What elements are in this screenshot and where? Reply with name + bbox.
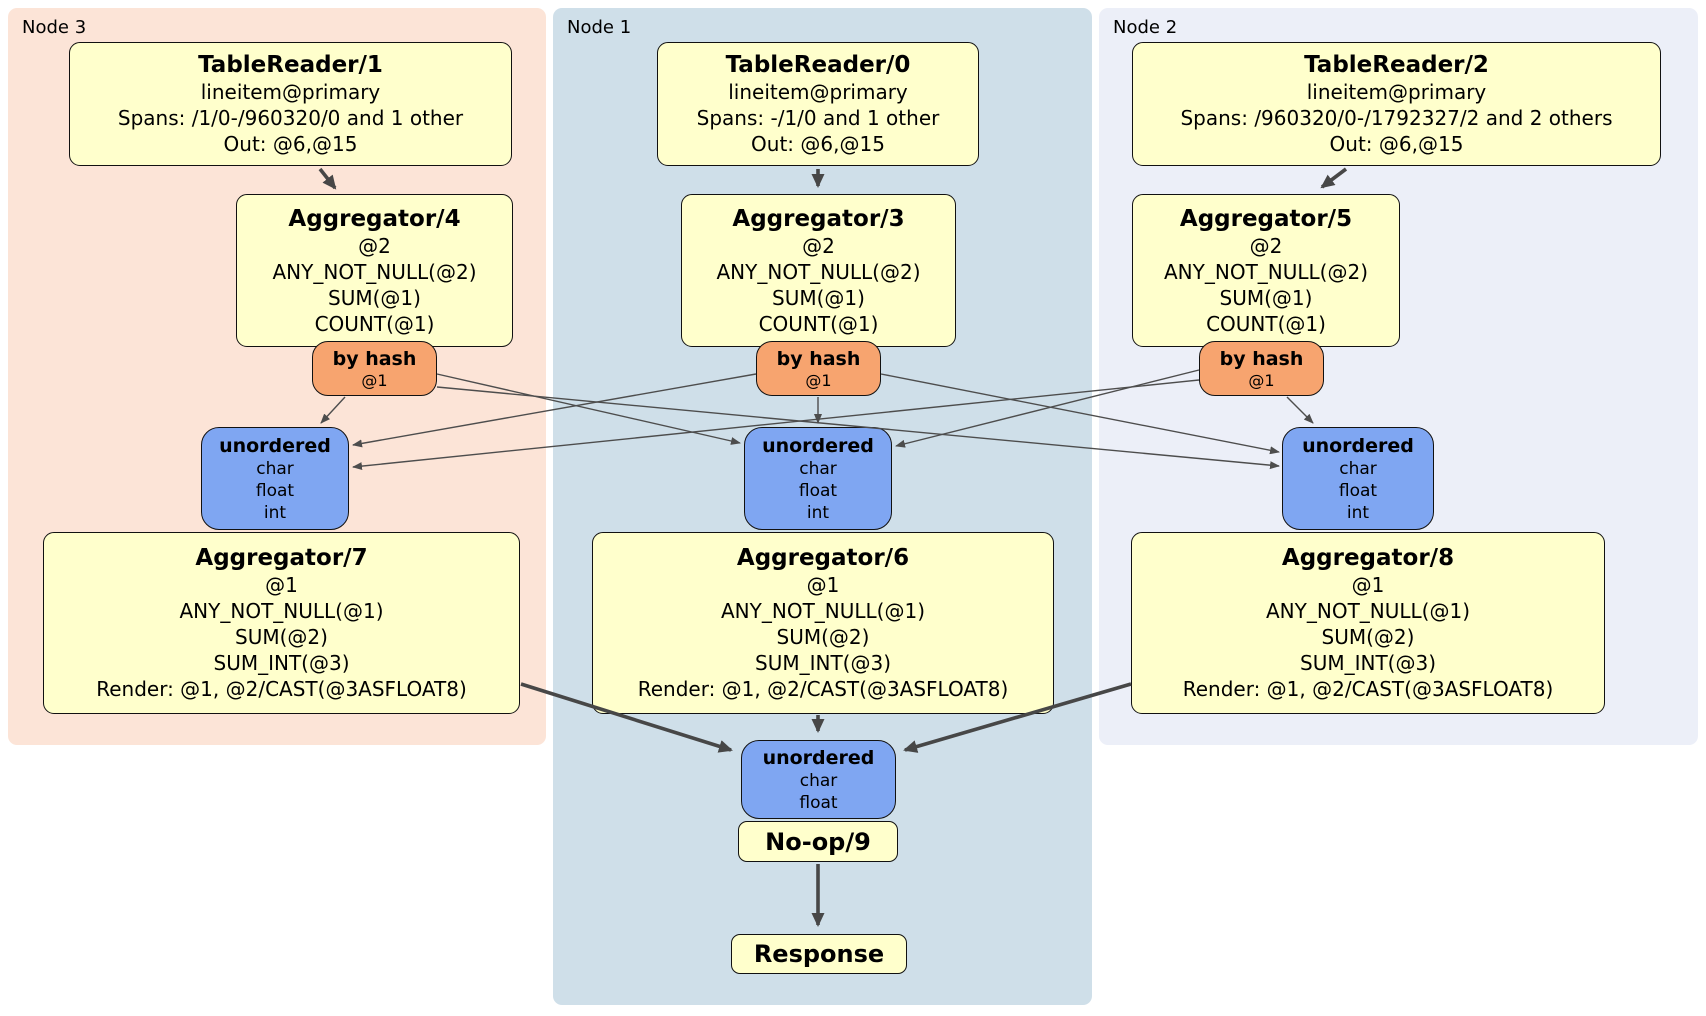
box-line: Out: @6,@15 — [1329, 132, 1464, 156]
box-title: unordered — [762, 746, 875, 769]
box-line: SUM_INT(@3) — [755, 651, 891, 675]
box-line: SUM(@2) — [1321, 625, 1415, 649]
box-line: @1 — [805, 370, 832, 390]
box-line: ANY_NOT_NULL(@2) — [1164, 259, 1368, 284]
box-line: Out: @6,@15 — [751, 132, 885, 156]
box-line: ANY_NOT_NULL(@1) — [179, 599, 384, 623]
box-line: SUM_INT(@3) — [213, 651, 350, 675]
box-title: Response — [753, 940, 885, 968]
box-line: @2 — [1249, 233, 1283, 258]
box-line: @1 — [1351, 573, 1385, 597]
box-line: char — [799, 458, 837, 479]
box-line: COUNT(@1) — [1206, 311, 1326, 336]
box-title: TableReader/2 — [1304, 52, 1489, 78]
box-line: int — [263, 502, 287, 523]
stream-box: unordered char float int — [744, 427, 892, 530]
box-line: @2 — [358, 233, 391, 258]
box-line: @2 — [802, 233, 835, 258]
box-line: ANY_NOT_NULL(@1) — [1266, 599, 1470, 623]
table-reader-box: TableReader/0 lineitem@primary Spans: -/… — [657, 42, 979, 166]
box-line: Render: @1, @2/CAST(@3ASFLOAT8) — [96, 677, 467, 701]
box-title: TableReader/0 — [725, 52, 911, 78]
box-line: Spans: -/1/0 and 1 other — [696, 106, 940, 130]
box-title: No-op/9 — [765, 827, 871, 856]
aggregator-box: Aggregator/5 @2 ANY_NOT_NULL(@2) SUM(@1)… — [1132, 194, 1400, 347]
box-title: unordered — [1302, 434, 1414, 457]
box-line: SUM(@1) — [772, 285, 865, 310]
box-line: char — [256, 458, 294, 479]
box-line: SUM(@1) — [1219, 285, 1313, 310]
box-line: @1 — [1248, 370, 1275, 390]
aggregator-box: Aggregator/7 @1 ANY_NOT_NULL(@1) SUM(@2)… — [43, 532, 520, 714]
box-line: lineitem@primary — [200, 80, 381, 104]
box-line: lineitem@primary — [1306, 80, 1487, 104]
hash-router-box: by hash @1 — [312, 341, 437, 396]
box-line: SUM(@2) — [235, 625, 328, 649]
box-line: SUM(@2) — [776, 625, 870, 649]
response-box: Response — [731, 934, 907, 974]
box-line: float — [1338, 480, 1378, 501]
box-line: char — [799, 770, 838, 791]
stream-box: unordered char float int — [201, 427, 349, 530]
box-line: Spans: /1/0-/960320/0 and 1 other — [117, 106, 464, 130]
box-line: Render: @1, @2/CAST(@3ASFLOAT8) — [1182, 677, 1554, 701]
box-title: Aggregator/4 — [288, 205, 461, 232]
box-line: float — [799, 792, 838, 813]
box-line: ANY_NOT_NULL(@2) — [272, 259, 477, 284]
box-line: @1 — [361, 370, 388, 390]
box-line: lineitem@primary — [728, 80, 908, 104]
node-label: Node 2 — [1113, 17, 1178, 38]
box-title: Aggregator/5 — [1179, 205, 1353, 232]
aggregator-box: Aggregator/6 @1 ANY_NOT_NULL(@1) SUM(@2)… — [592, 532, 1054, 714]
noop-box: No-op/9 — [738, 821, 898, 862]
table-reader-box: TableReader/2 lineitem@primary Spans: /9… — [1132, 42, 1661, 166]
box-line: ANY_NOT_NULL(@1) — [721, 599, 925, 623]
box-title: Aggregator/8 — [1281, 545, 1455, 571]
box-title: by hash — [1219, 347, 1304, 370]
box-title: TableReader/1 — [198, 52, 383, 78]
box-line: char — [1339, 458, 1377, 479]
hash-router-box: by hash @1 — [1199, 341, 1324, 396]
box-line: ANY_NOT_NULL(@2) — [716, 259, 921, 284]
box-title: Aggregator/3 — [732, 205, 905, 232]
table-reader-box: TableReader/1 lineitem@primary Spans: /1… — [69, 42, 512, 166]
box-line: @1 — [806, 573, 840, 597]
hash-router-box: by hash @1 — [756, 341, 881, 396]
box-title: Aggregator/7 — [195, 545, 368, 571]
box-line: COUNT(@1) — [314, 311, 435, 336]
box-title: Aggregator/6 — [736, 545, 910, 571]
aggregator-box: Aggregator/4 @2 ANY_NOT_NULL(@2) SUM(@1)… — [236, 194, 513, 347]
box-title: by hash — [332, 347, 417, 370]
box-line: @1 — [265, 573, 298, 597]
box-line: float — [255, 480, 295, 501]
box-line: Out: @6,@15 — [223, 132, 358, 156]
box-line: SUM_INT(@3) — [1300, 651, 1436, 675]
stream-box: unordered char float int — [1282, 427, 1434, 530]
box-title: by hash — [776, 347, 861, 370]
box-line: SUM(@1) — [328, 285, 421, 310]
box-line: int — [806, 502, 830, 523]
aggregator-box: Aggregator/3 @2 ANY_NOT_NULL(@2) SUM(@1)… — [681, 194, 956, 347]
box-line: int — [1346, 502, 1370, 523]
box-line: Render: @1, @2/CAST(@3ASFLOAT8) — [637, 677, 1009, 701]
node-label: Node 1 — [567, 17, 632, 38]
box-line: float — [798, 480, 838, 501]
box-title: unordered — [762, 434, 874, 457]
final-stream-box: unordered char float — [741, 740, 896, 819]
aggregator-box: Aggregator/8 @1 ANY_NOT_NULL(@1) SUM(@2)… — [1131, 532, 1605, 714]
node-label: Node 3 — [22, 17, 87, 38]
box-line: COUNT(@1) — [758, 311, 879, 336]
box-title: unordered — [219, 434, 331, 457]
box-line: Spans: /960320/0-/1792327/2 and 2 others — [1180, 106, 1613, 130]
